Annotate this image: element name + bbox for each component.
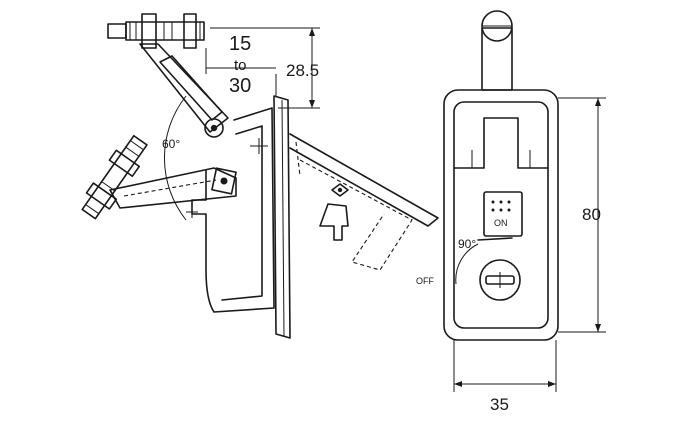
latch-housing	[186, 107, 275, 313]
height-value: 80	[582, 205, 601, 224]
switch-on-label: ON	[494, 218, 508, 228]
front-view: ON 90° OFF 80 35	[416, 10, 606, 414]
front-plate-inner	[453, 101, 549, 329]
handle-recess	[453, 117, 549, 169]
key-turn-angle-label: 90°	[458, 237, 476, 251]
top-roller	[481, 10, 513, 91]
off-position-label: OFF	[416, 276, 434, 286]
side-view: 60°	[81, 13, 439, 339]
upper-link-arm	[139, 43, 229, 138]
top-adjusting-bolt	[107, 13, 205, 49]
lower-adjusting-bolt	[81, 134, 148, 220]
depth-dimension: 28.5	[210, 27, 320, 109]
lower-link-arm	[109, 167, 237, 209]
front-panel	[273, 95, 291, 339]
front-plate-outer	[443, 89, 559, 341]
range-dimension: 15 to 30	[205, 33, 277, 97]
swing-angle-label: 60°	[162, 137, 180, 151]
on-off-switch: ON	[477, 191, 523, 241]
range-bottom-value: 30	[229, 75, 251, 97]
height-dimension: 80	[558, 97, 606, 333]
depth-value: 28.5	[286, 61, 319, 80]
width-dimension: 35	[453, 340, 557, 414]
width-value: 35	[490, 395, 509, 414]
range-mid-word: to	[234, 57, 247, 74]
range-top-value: 15	[229, 33, 251, 55]
swung-handle	[289, 133, 439, 271]
key-lock	[479, 259, 521, 301]
